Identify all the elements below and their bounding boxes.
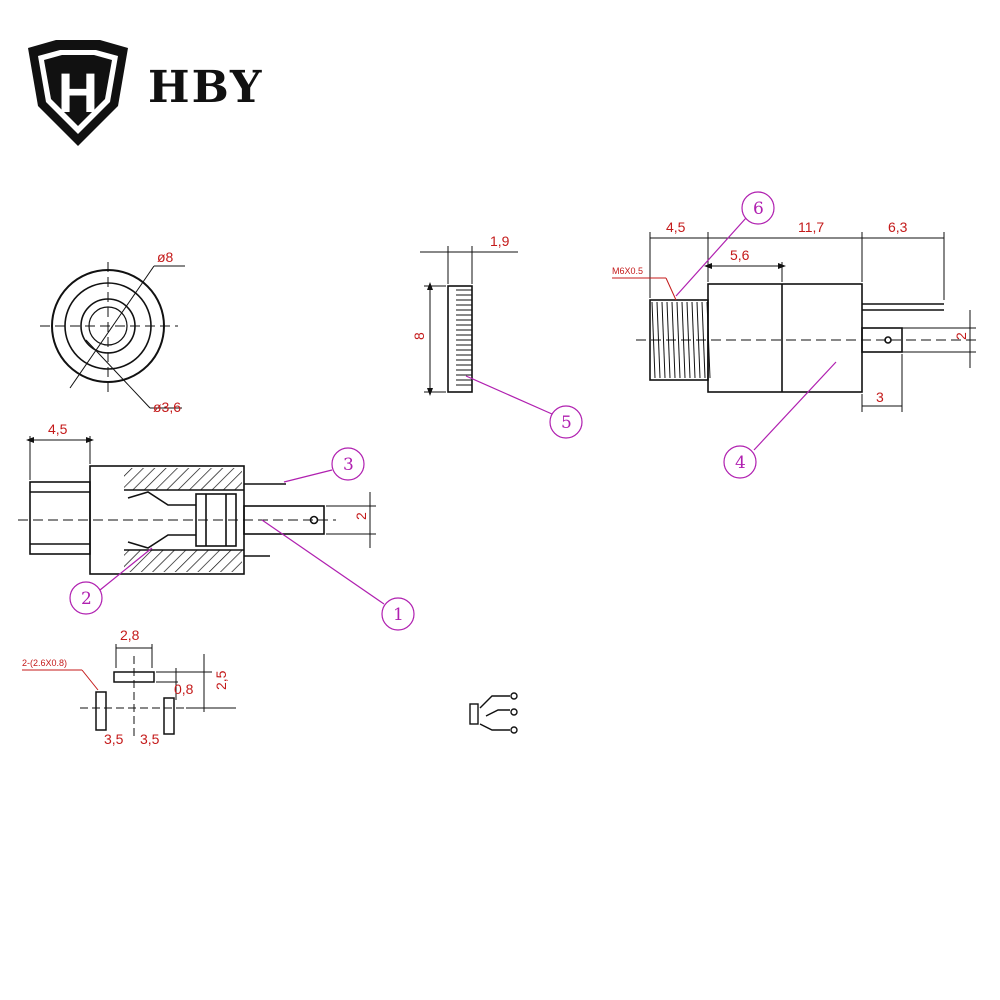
- nut-thickness-label: 1,9: [490, 233, 510, 249]
- pcb-slot-gap-label: 0,8: [174, 681, 194, 697]
- callout-1-circle: [381, 597, 415, 631]
- pcb-slot-width-label: 2,8: [120, 627, 140, 643]
- pcb-hole-spec-label: 2-(2.6X0.8): [22, 658, 67, 668]
- side-nose-length-label: 4,5: [48, 421, 68, 437]
- body-view: [649, 283, 944, 393]
- side-pin-offset-label: 2: [353, 512, 369, 520]
- pcb-height-label: 2,5: [213, 670, 229, 690]
- pcb-pitch-left-label: 3,5: [104, 731, 124, 747]
- callout-4-label: 4: [735, 453, 746, 473]
- callout-6-label: 6: [753, 199, 764, 219]
- body-thread-length-label: 4,5: [666, 219, 686, 235]
- callout-6-circle: [741, 191, 775, 225]
- nut-body: [447, 285, 473, 393]
- body-pin-width-label: 3: [876, 389, 884, 405]
- callout-2-circle: [69, 581, 103, 615]
- nut-height-label: 8: [411, 332, 427, 340]
- pcb-left-slot: [95, 691, 107, 731]
- body-housing: [707, 283, 863, 393]
- pcb-view: [95, 671, 175, 735]
- callout-5-circle: [549, 405, 583, 439]
- body-pin-length-label: 6,3: [888, 219, 908, 235]
- callout-5-label: 5: [561, 413, 572, 433]
- callout-3-label: 3: [343, 455, 354, 475]
- pcb-right-slot: [163, 697, 175, 735]
- callout-4-circle: [723, 445, 757, 479]
- schematic-symbol: [469, 692, 518, 734]
- body-length-label: 11,7: [798, 219, 824, 235]
- pcb-pitch-right-label: 3,5: [140, 731, 160, 747]
- body-middle-width-label: 5,6: [730, 247, 750, 263]
- body-pin-offset-label: 2: [953, 332, 969, 340]
- brand-name: HBY: [148, 62, 264, 113]
- nut-view: [447, 285, 473, 393]
- callout-3-circle: [331, 447, 365, 481]
- front-outer-diameter-label: ø8: [157, 249, 174, 265]
- body-thread-spec-label: M6X0.5: [612, 266, 643, 276]
- hby-shield-logo: H: [28, 40, 128, 146]
- front-view: [40, 262, 185, 409]
- front-inner-diameter-label: ø3,6: [153, 399, 181, 415]
- callout-2-label: 2: [81, 589, 92, 609]
- callout-1-label: 1: [393, 605, 404, 625]
- logo-letter: H: [58, 61, 98, 124]
